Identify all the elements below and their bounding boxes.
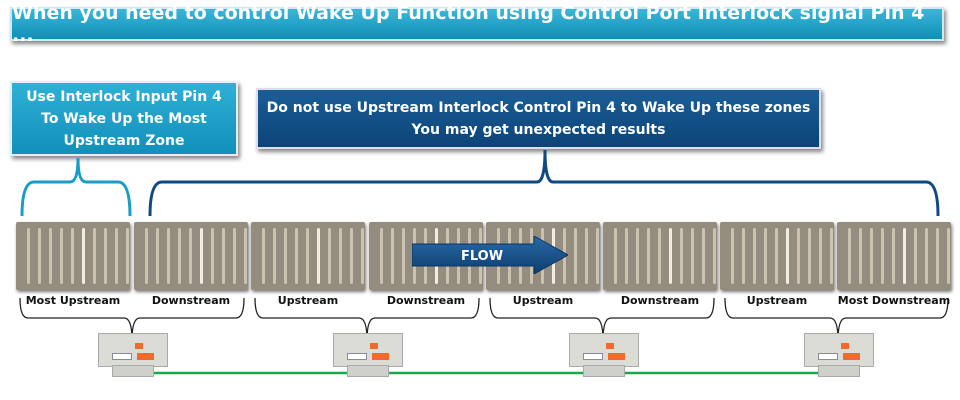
roller	[731, 228, 734, 284]
roller	[145, 228, 148, 284]
roller	[104, 228, 107, 284]
roller	[764, 228, 767, 284]
roller	[93, 228, 96, 284]
roller	[848, 228, 851, 284]
zone-label: Upstream	[277, 294, 339, 307]
roller	[830, 228, 833, 284]
roller	[636, 228, 639, 284]
roller	[742, 228, 745, 284]
roller	[669, 228, 672, 284]
roller	[295, 228, 298, 284]
conveyor-zone	[720, 222, 834, 290]
roller	[71, 228, 74, 284]
roller	[702, 228, 705, 284]
roller	[680, 228, 683, 284]
roller	[361, 228, 364, 284]
roller	[925, 228, 928, 284]
roller	[350, 228, 353, 284]
conveyor-zone	[16, 222, 130, 290]
navy-brace	[148, 149, 940, 217]
roller	[402, 228, 405, 284]
teal-brace	[20, 157, 132, 217]
roller	[585, 228, 588, 284]
roller	[178, 228, 181, 284]
roller	[914, 228, 917, 284]
zone-label: Downstream	[386, 294, 466, 307]
roller	[947, 228, 950, 284]
conveyor-zone	[837, 222, 951, 290]
callout-line: Use Interlock Input Pin 4	[26, 89, 222, 105]
roller	[391, 228, 394, 284]
zone-label: Most Downstream	[837, 294, 951, 307]
roller	[328, 228, 331, 284]
roller	[574, 228, 577, 284]
left-callout: Use Interlock Input Pin 4 To Wake Up the…	[10, 81, 238, 156]
roller	[82, 228, 85, 284]
roller	[596, 228, 599, 284]
roller	[38, 228, 41, 284]
roller	[753, 228, 756, 284]
zone-controller	[569, 333, 639, 377]
roller	[273, 228, 276, 284]
right-callout: Do not use Upstream Interlock Control Pi…	[256, 88, 821, 149]
roller	[797, 228, 800, 284]
zone-label: Downstream	[620, 294, 700, 307]
roller	[936, 228, 939, 284]
roller	[713, 228, 716, 284]
roller	[244, 228, 247, 284]
title-banner: When you need to control Wake Up Functio…	[10, 2, 944, 46]
roller	[317, 228, 320, 284]
roller	[786, 228, 789, 284]
callout-line: You may get unexpected results	[411, 122, 666, 138]
roller	[126, 228, 129, 284]
roller	[614, 228, 617, 284]
roller	[284, 228, 287, 284]
roller	[892, 228, 895, 284]
callout-line: Do not use Upstream Interlock Control Pi…	[266, 100, 811, 116]
roller	[647, 228, 650, 284]
conveyor-zone	[251, 222, 365, 290]
zone-controller	[98, 333, 168, 377]
roller	[233, 228, 236, 284]
roller	[49, 228, 52, 284]
roller	[222, 228, 225, 284]
roller	[200, 228, 203, 284]
conveyor-zone	[603, 222, 717, 290]
roller	[625, 228, 628, 284]
roller	[211, 228, 214, 284]
roller	[262, 228, 265, 284]
roller	[189, 228, 192, 284]
roller	[903, 228, 906, 284]
roller	[881, 228, 884, 284]
roller	[870, 228, 873, 284]
roller	[339, 228, 342, 284]
zone-controller	[804, 333, 874, 377]
roller	[380, 228, 383, 284]
zone-label: Most Upstream	[25, 294, 121, 307]
roller	[115, 228, 118, 284]
roller	[306, 228, 309, 284]
title-text: When you need to control Wake Up Functio…	[12, 2, 925, 46]
roller	[27, 228, 30, 284]
roller	[658, 228, 661, 284]
roller	[775, 228, 778, 284]
zone-controller	[333, 333, 403, 377]
roller	[167, 228, 170, 284]
flow-arrow: FLOW	[412, 236, 568, 274]
conveyor-zone	[134, 222, 248, 290]
roller	[156, 228, 159, 284]
flow-label: FLOW	[461, 249, 503, 264]
zone-label: Upstream	[746, 294, 808, 307]
roller	[859, 228, 862, 284]
roller	[819, 228, 822, 284]
callout-line: Upstream Zone	[63, 133, 185, 149]
zone-label: Upstream	[512, 294, 574, 307]
roller	[808, 228, 811, 284]
zone-label: Downstream	[151, 294, 231, 307]
callout-line: To Wake Up the Most	[41, 111, 207, 127]
roller	[691, 228, 694, 284]
roller	[60, 228, 63, 284]
